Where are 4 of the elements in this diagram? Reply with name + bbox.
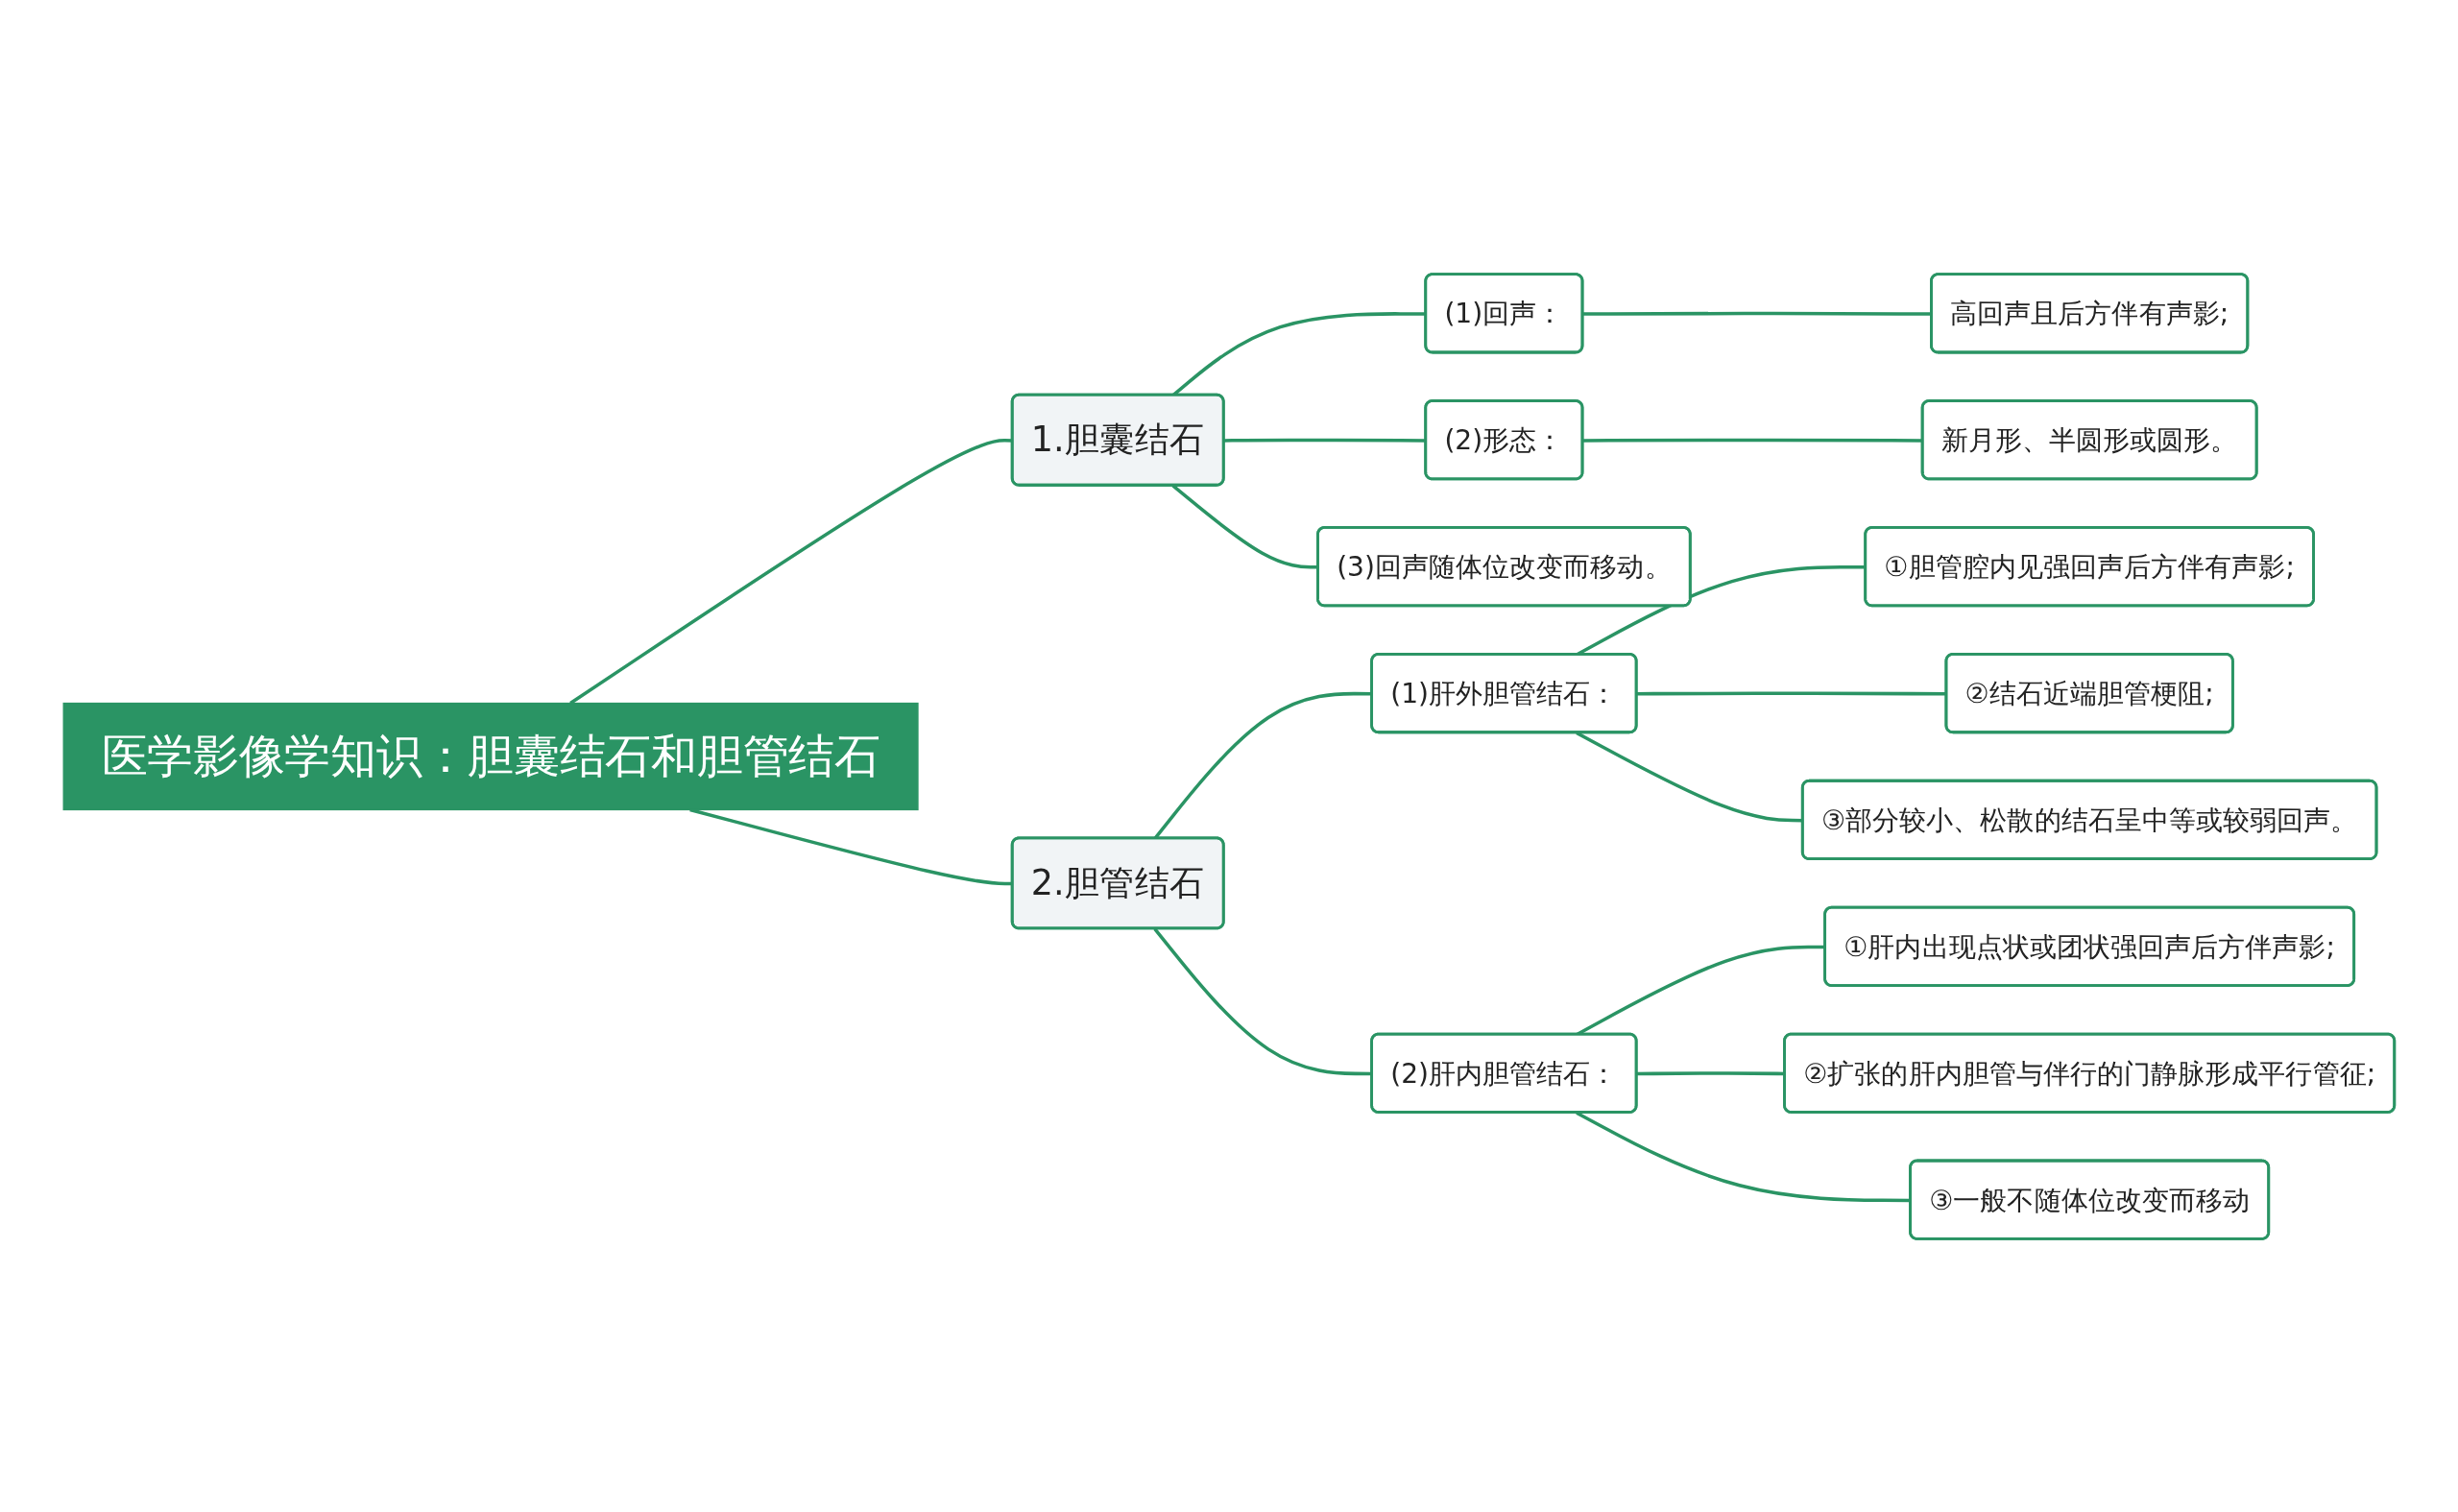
node-box: 医学影像学知识：胆囊结石和胆管结石 xyxy=(62,702,919,810)
connector xyxy=(689,807,1013,885)
connector xyxy=(569,438,1013,705)
connector xyxy=(1582,438,1923,443)
